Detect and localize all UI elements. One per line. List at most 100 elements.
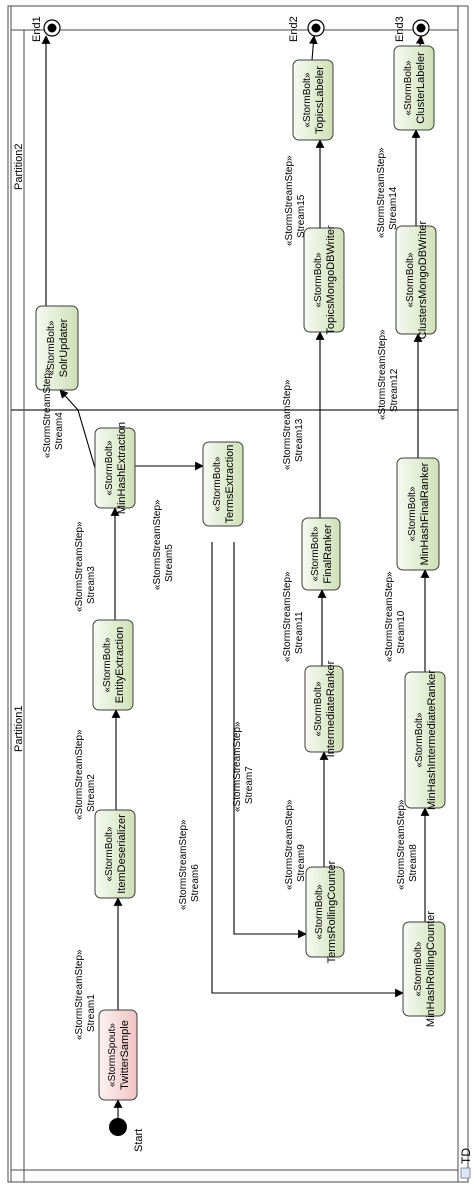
node-topics-labeler[interactable]: «StormBolt»TopicsLabeler [292,59,334,141]
edge-s6[interactable] [211,542,404,998]
bolt-box [292,59,334,141]
end-node-2[interactable]: End2 [288,16,325,42]
node-minhash-extraction[interactable]: «StormBolt»MinHashExtraction [94,422,136,514]
edge-name: Stream6 [190,864,201,902]
edge-stereotype: «StormStreamStep» [377,329,388,420]
bolt-box [305,866,345,958]
edge-stereotype: «StormStreamStep» [42,367,53,458]
node-clusters-mongodb-writer[interactable]: «StormBolt»ClustersMongoDBWriter [395,220,437,339]
node-stereotype: «StormBolt» [413,941,424,996]
end-node-1[interactable]: End1 [31,16,61,42]
start-label: Start [133,1129,145,1152]
node-name: TopicsMongoDBWriter [325,225,337,335]
node-stereotype: «StormBolt» [314,884,325,939]
edge-name: Stream15 [296,194,307,238]
edge-labels-layer: «StormStreamStep»Stream1«StormStreamStep… [42,147,419,1040]
node-name: TwitterSample [119,1020,131,1090]
edge-name: Stream9 [296,844,307,882]
node-topics-mongodb-writer[interactable]: «StormBolt»TopicsMongoDBWriter [303,225,345,335]
node-terms-rolling-counter[interactable]: «StormBolt»TermsRollingCounter [305,860,345,963]
bolt-box [94,427,136,509]
end1-dot [47,23,57,33]
bolt-box [202,441,244,527]
edge-e-end3[interactable] [415,35,425,47]
edge-label-s4: «StormStreamStep»Stream4 [42,367,65,458]
bolt-box [301,517,341,591]
node-intermediate-ranker[interactable]: «StormBolt»IntermediateRanker [304,660,344,757]
end3-label: End3 [394,16,406,42]
edge-label-s3: «StormStreamStep»Stream3 [74,521,97,612]
edge-label-s1: «StormStreamStep»Stream1 [74,949,97,1040]
bolt-box [402,921,446,1017]
node-minhash-rolling-counter[interactable]: «StormBolt»MinHashRollingCounter [402,911,446,1028]
end2-label: End2 [288,16,300,42]
bolt-box [304,665,344,753]
node-item-deserializer[interactable]: «StormBolt»ItemDeserializer [94,809,136,899]
start-node[interactable]: Start [109,1118,145,1152]
end3-dot [416,23,426,33]
node-solr-updater[interactable]: «StormBolt»SolrUpdater [35,305,79,391]
node-name: TermsExtraction [224,445,236,524]
end1-label: End1 [31,16,43,42]
edge-label-s15: «StormStreamStep»Stream15 [284,155,307,246]
node-stereotype: «StormBolt» [407,486,418,541]
diagram-frame [7,5,469,1183]
node-name: ClusterLabeler [415,52,427,124]
edge-stereotype: «StormStreamStep» [74,521,85,612]
node-stereotype: «StormBolt» [104,440,115,495]
diagram-type-icon [460,1167,471,1179]
node-name: FinalRanker [322,524,334,584]
node-name: MinHashIntermediateRanker [426,670,438,810]
edge-name: Stream12 [389,368,400,412]
edge-stereotype: «StormStreamStep» [396,799,407,890]
node-name: EntityExtraction [114,627,126,703]
edge-stereotype: «StormStreamStep» [284,799,295,890]
edge-label-s14: «StormStreamStep»Stream14 [376,147,399,238]
edge-name: Stream14 [388,186,399,230]
edge-s4[interactable] [59,389,96,469]
edge-name: Stream1 [86,994,97,1032]
node-stereotype: «StormBolt» [405,252,416,307]
node-stereotype: «StormBolt» [313,681,324,736]
node-minhash-intermediate-ranker[interactable]: «StormBolt»MinHashIntermediateRanker [404,670,446,810]
node-name: SolrUpdater [58,318,70,377]
edge-stereotype: «StormStreamStep» [74,729,85,820]
edge-name: Stream10 [396,610,407,654]
node-stereotype: «StormBolt» [302,72,313,127]
partition2-label: Partition2 [13,144,25,190]
node-name: IntermediateRanker [325,660,337,757]
edges-layer [41,35,430,1121]
bolt-box [393,45,435,131]
edge-stereotype: «StormStreamStep» [282,379,293,470]
node-minhash-final-ranker[interactable]: «StormBolt»MinHashFinalRanker [396,457,440,571]
node-cluster-labeler[interactable]: «StormBolt»ClusterLabeler [393,45,435,131]
nodes-layer: «StormSpout»TwitterSample «StormBolt»Item… [35,45,446,1101]
bolt-box [395,225,437,335]
end-node-3[interactable]: End3 [394,16,430,42]
node-name: ClustersMongoDBWriter [417,220,429,339]
edge-s7[interactable] [233,542,307,939]
edge-name: Stream13 [294,418,305,462]
edge-label-s9: «StormStreamStep»Stream9 [284,799,307,890]
edge-name: Stream7 [244,766,255,804]
node-stereotype: «StormBolt» [104,826,115,881]
edge-name: Stream2 [86,774,97,812]
edge-label-s7: «StormStreamStep»Stream7 [232,721,255,812]
node-terms-extraction[interactable]: «StormBolt»TermsExtraction [202,441,244,527]
edge-stereotype: «StormStreamStep» [178,819,189,910]
node-entity-extraction[interactable]: «StormBolt»EntityExtraction [92,619,134,711]
edge-stereotype: «StormStreamStep» [232,721,243,812]
node-twitter-sample[interactable]: «StormSpout»TwitterSample [98,1009,138,1101]
edge-label-s13: «StormStreamStep»Stream13 [282,379,305,470]
node-final-ranker[interactable]: «StormBolt»FinalRanker [301,517,341,591]
node-name: MinHashExtraction [116,422,128,514]
node-name: MinHashFinalRanker [419,462,431,565]
edge-name: Stream4 [54,412,65,450]
edge-e-end2[interactable] [308,35,318,61]
edge-label-s12: «StormStreamStep»Stream12 [377,329,400,420]
bolt-box [396,457,440,571]
start-dot [109,1118,127,1136]
